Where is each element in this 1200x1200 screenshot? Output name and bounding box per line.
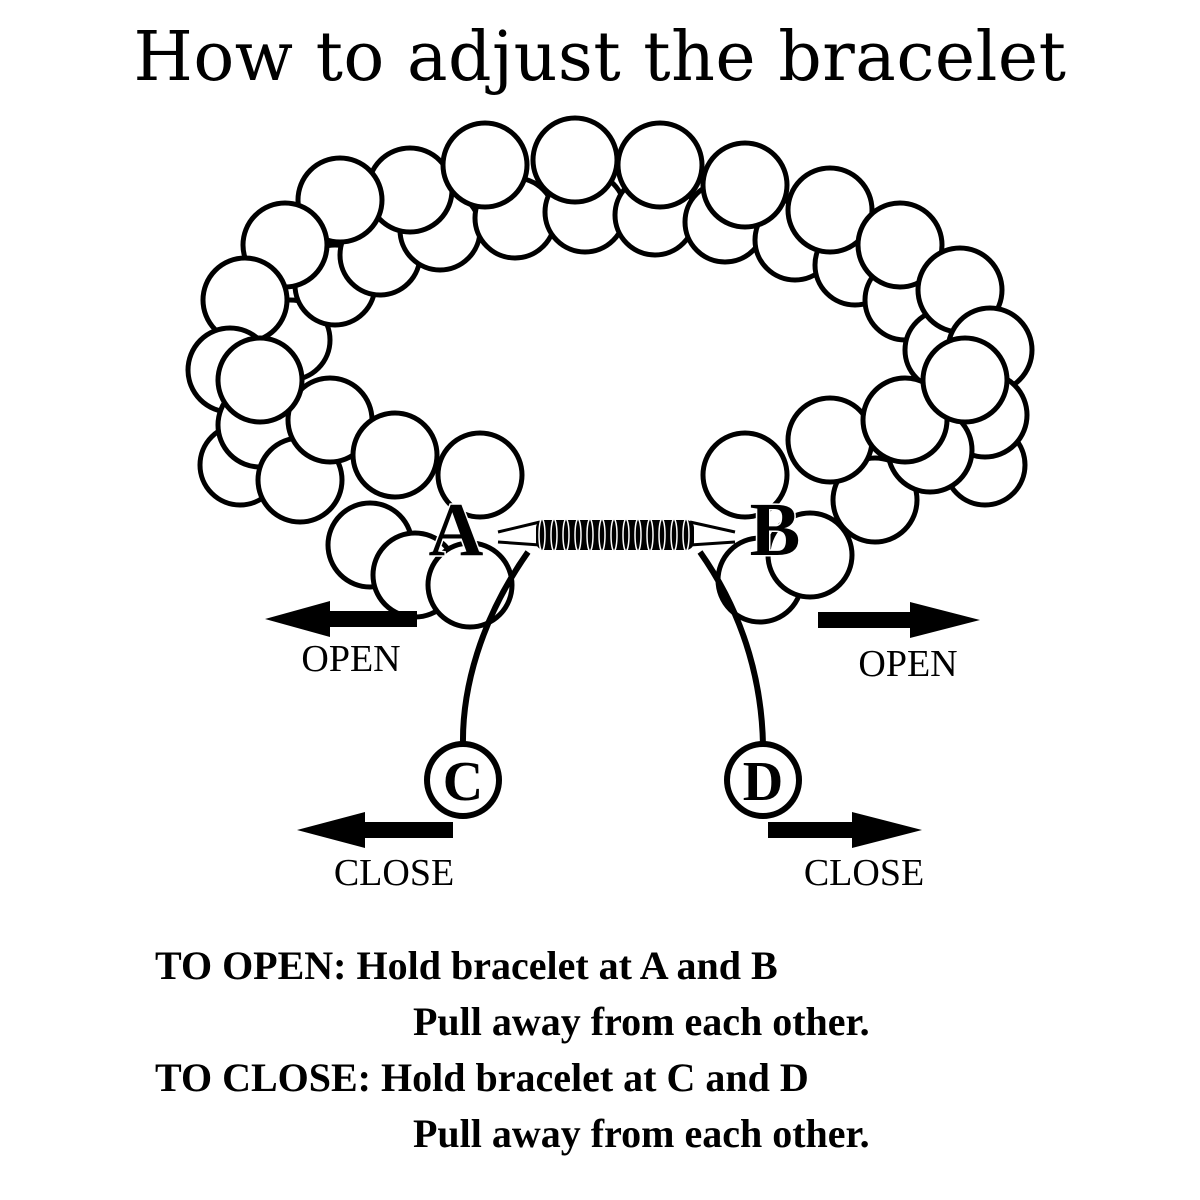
close-left-label: CLOSE [334, 852, 454, 894]
knot-wrap [598, 518, 606, 552]
instructions-block: TO OPEN: Hold bracelet at A and B Pull a… [155, 938, 1155, 1162]
bead-ring [185, 115, 1035, 630]
open-instruction: TO OPEN: Hold bracelet at A and B [155, 938, 1155, 994]
bead [765, 510, 855, 600]
bead [435, 430, 525, 520]
open-right-label: OPEN [858, 643, 957, 685]
close-right-arrow-icon [768, 812, 922, 848]
bead [530, 115, 620, 205]
point-c-handle[interactable]: C [424, 741, 502, 819]
bead [425, 540, 515, 630]
close-line-2: Pull away from each other. [413, 1111, 870, 1156]
knot-wrap [586, 518, 594, 552]
bead [785, 165, 875, 255]
close-instruction: TO CLOSE: Hold bracelet at C and D [155, 1050, 1155, 1106]
open-left-arrow-icon [265, 601, 417, 637]
knot-wrap [622, 518, 630, 552]
knot-wrap [550, 518, 558, 552]
knot-wrap [538, 518, 546, 552]
page-title: How to adjust the bracelet [133, 18, 1067, 97]
close-line-1: Hold bracelet at C and D [381, 1055, 809, 1100]
close-right-label: CLOSE [804, 852, 924, 894]
point-d-handle[interactable]: D [724, 741, 802, 819]
close-heading: TO CLOSE: [155, 1055, 371, 1100]
knot-wrap [670, 518, 678, 552]
knot-wrap [610, 518, 618, 552]
knot-wrap [574, 518, 582, 552]
bead [920, 335, 1010, 425]
bracelet-diagram: A B C D OPEN OPEN CLOSE [185, 115, 1035, 894]
cord-a-knot [497, 520, 541, 547]
cord-d [697, 550, 766, 746]
bead [785, 395, 875, 485]
knot-wrap [646, 518, 654, 552]
bead [440, 120, 530, 210]
knot-wrap [634, 518, 642, 552]
knot-wrap [682, 518, 690, 552]
bead [615, 120, 705, 210]
point-c-label: C [443, 751, 483, 813]
bead [350, 410, 440, 500]
cord-c [459, 550, 531, 746]
knot-wrap [562, 518, 570, 552]
bead [215, 335, 305, 425]
open-heading: TO OPEN: [155, 943, 347, 988]
point-a-label: A [429, 488, 484, 572]
bead [700, 430, 790, 520]
bead [855, 200, 945, 290]
cord-b-knot [689, 520, 736, 547]
open-left-label: OPEN [301, 638, 400, 680]
open-right-arrow-icon [818, 602, 980, 638]
point-b-label: B [750, 488, 801, 572]
knot-wrap [658, 518, 666, 552]
bead [700, 140, 790, 230]
bead [830, 455, 920, 545]
point-d-label: D [743, 751, 783, 813]
open-line-2: Pull away from each other. [413, 999, 870, 1044]
sliding-knot[interactable] [536, 518, 694, 552]
open-line-1: Hold bracelet at A and B [356, 943, 778, 988]
close-left-arrow-icon [297, 812, 453, 848]
